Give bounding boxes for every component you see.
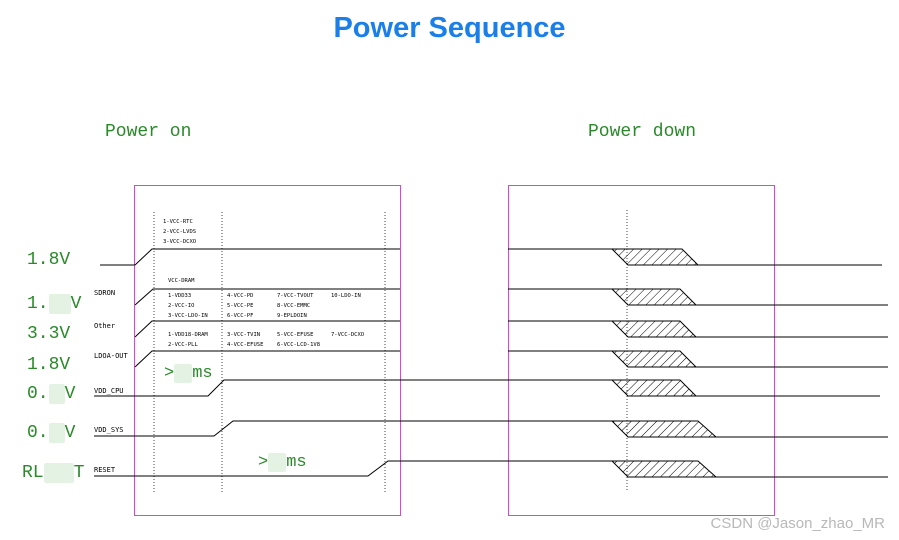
page-title: Power Sequence	[333, 12, 566, 44]
note-group1-1: 1-VCC-RTC	[163, 219, 193, 225]
voltage-label-2: 1. V	[27, 294, 82, 314]
delay-label-2: > ms	[258, 453, 307, 472]
power-on-label: Power on	[105, 122, 192, 142]
note-vcc-dram: VCC-DRAM	[168, 278, 195, 284]
note-group3-c4-1: 7-VCC-DCXO	[331, 332, 365, 338]
note-group3-c3-2: 6-VCC-LCD-1V8	[277, 342, 321, 348]
note-group2-c1-1: 1-VDD33	[168, 293, 192, 299]
note-group1-2: 2-VCC-LVDS	[163, 229, 197, 235]
voltage-label-6: 0. V	[27, 423, 76, 443]
signal-vdd-sys: VDD_SYS	[94, 426, 124, 434]
wave-on-vdd-cpu	[94, 379, 400, 397]
voltage-label-3: 3.3V	[27, 324, 71, 344]
note-group1-3: 3-VCC-DCXO	[163, 239, 197, 245]
wave-on-ldoa	[134, 350, 400, 368]
note-group2-c2-2: 5-VCC-PE	[227, 303, 254, 309]
voltage-label-7: RL T	[22, 463, 85, 483]
note-group2-c4-1: 10-LDO-IN	[331, 293, 361, 299]
hatch-1v8	[610, 248, 700, 266]
signal-sdram: SDRON	[94, 289, 116, 297]
note-group2-c1-2: 2-VCC-IO	[168, 303, 195, 309]
wave-on-other	[134, 320, 400, 338]
voltage-label-5: 0. V	[27, 384, 76, 404]
signal-vdd-cpu: VDD_CPU	[94, 387, 124, 395]
note-group3-c2-2: 4-VCC-EFUSE	[227, 342, 264, 348]
hatch-reset	[610, 460, 718, 478]
note-group3-c1-1: 1-VDD18-DRAM	[168, 332, 208, 338]
wave-on-reset	[94, 460, 400, 477]
wave-on-sdram	[134, 288, 400, 306]
voltage-label-1: 1.8V	[27, 250, 71, 270]
note-group2-c3-2: 8-VCC-EMMC	[277, 303, 311, 309]
note-group2-c3-3: 9-EPLDOIN	[277, 313, 307, 319]
note-group2-c2-1: 4-VCC-PD	[227, 293, 254, 299]
signal-reset: RESET	[94, 466, 116, 474]
hatch-vdd-sys	[610, 420, 718, 438]
power-on-box	[134, 185, 401, 516]
note-group2-c3-1: 7-VCC-TVOUT	[277, 293, 314, 299]
voltage-label-4: 1.8V	[27, 355, 71, 375]
note-group2-c1-3: 3-VCC-LDO-IN	[168, 313, 208, 319]
signal-ldoa-out: LDOA-OUT	[94, 352, 128, 360]
signal-other: Other	[94, 322, 116, 330]
note-group3-c3-1: 5-VCC-EFUSE	[277, 332, 314, 338]
hatch-ldoa	[610, 350, 698, 368]
note-group3-c2-1: 3-VCC-TVIN	[227, 332, 261, 338]
hatch-sdram	[610, 288, 698, 306]
hatch-vdd-cpu	[610, 379, 698, 397]
delay-label-1: > ms	[164, 364, 213, 383]
power-down-label: Power down	[588, 122, 697, 142]
note-group2-c2-3: 6-VCC-PF	[227, 313, 254, 319]
wave-on-vdd-sys	[94, 420, 400, 437]
watermark: CSDN @Jason_zhao_MR	[710, 515, 885, 532]
note-group3-c1-2: 2-VCC-PLL	[168, 342, 198, 348]
hatch-other	[610, 320, 698, 338]
wave-on-1v8	[100, 248, 400, 266]
